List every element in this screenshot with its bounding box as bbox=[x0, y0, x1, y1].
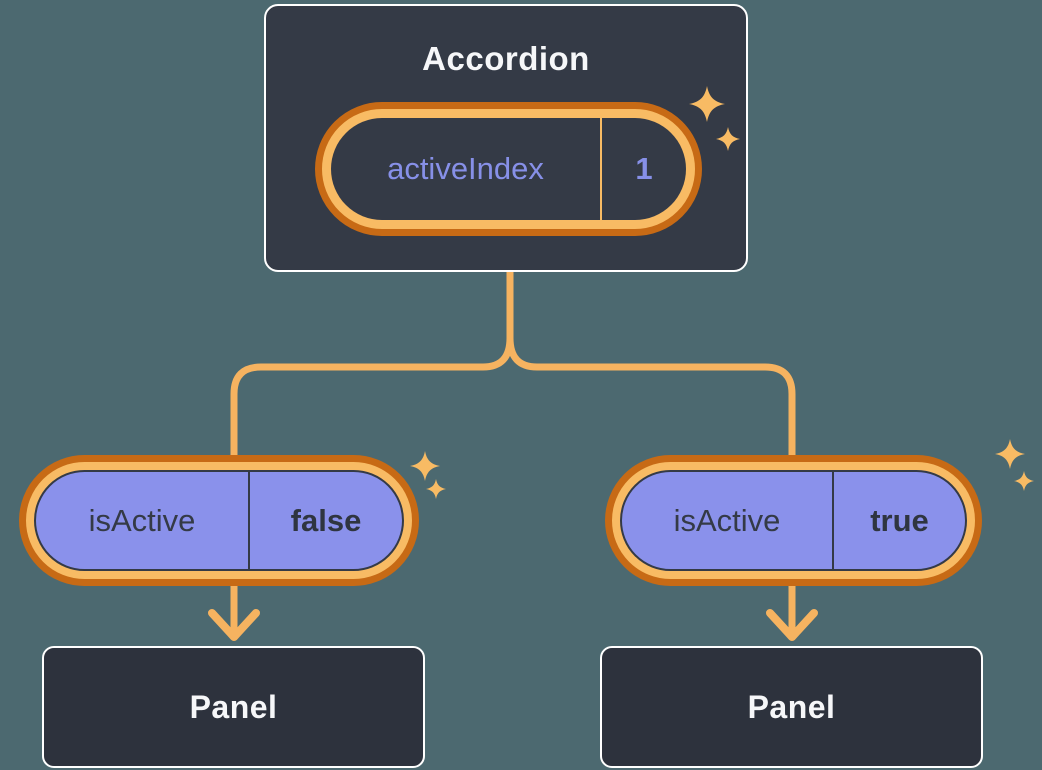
connector-right bbox=[506, 268, 796, 634]
activeindex-state-pill: activeIndex 1 bbox=[315, 102, 702, 236]
isactive-pill-body: isActive true bbox=[620, 470, 967, 571]
accordion-card: Accordion activeIndex 1 bbox=[264, 4, 748, 272]
sparkle-icon bbox=[995, 439, 1034, 491]
arrowhead-right-icon bbox=[766, 609, 818, 641]
accordion-title: Accordion bbox=[422, 40, 590, 77]
panel-card-left: Panel bbox=[42, 646, 425, 768]
pill-divider bbox=[832, 472, 834, 569]
isactive-prop-pill-right: isActive true bbox=[605, 455, 982, 586]
state-name-label: activeIndex bbox=[387, 151, 544, 186]
prop-name-label: isActive bbox=[88, 502, 196, 538]
sparkle-icon bbox=[689, 86, 740, 151]
prop-value-label: false bbox=[290, 502, 362, 538]
panel-label: Panel bbox=[189, 688, 278, 725]
state-value-label: 1 bbox=[635, 151, 653, 186]
sparkle-icon bbox=[410, 451, 446, 499]
pill-divider bbox=[600, 118, 602, 220]
arrowhead-left-icon bbox=[208, 609, 260, 641]
panel-label: Panel bbox=[747, 688, 836, 725]
prop-value-label: true bbox=[870, 502, 929, 538]
isactive-prop-pill-left: isActive false bbox=[19, 455, 419, 586]
prop-name-label: isActive bbox=[673, 502, 781, 538]
pill-divider bbox=[248, 472, 250, 569]
isactive-pill-body: isActive false bbox=[34, 470, 404, 571]
activeindex-pill-body: activeIndex 1 bbox=[331, 118, 686, 220]
panel-card-right: Panel bbox=[600, 646, 983, 768]
